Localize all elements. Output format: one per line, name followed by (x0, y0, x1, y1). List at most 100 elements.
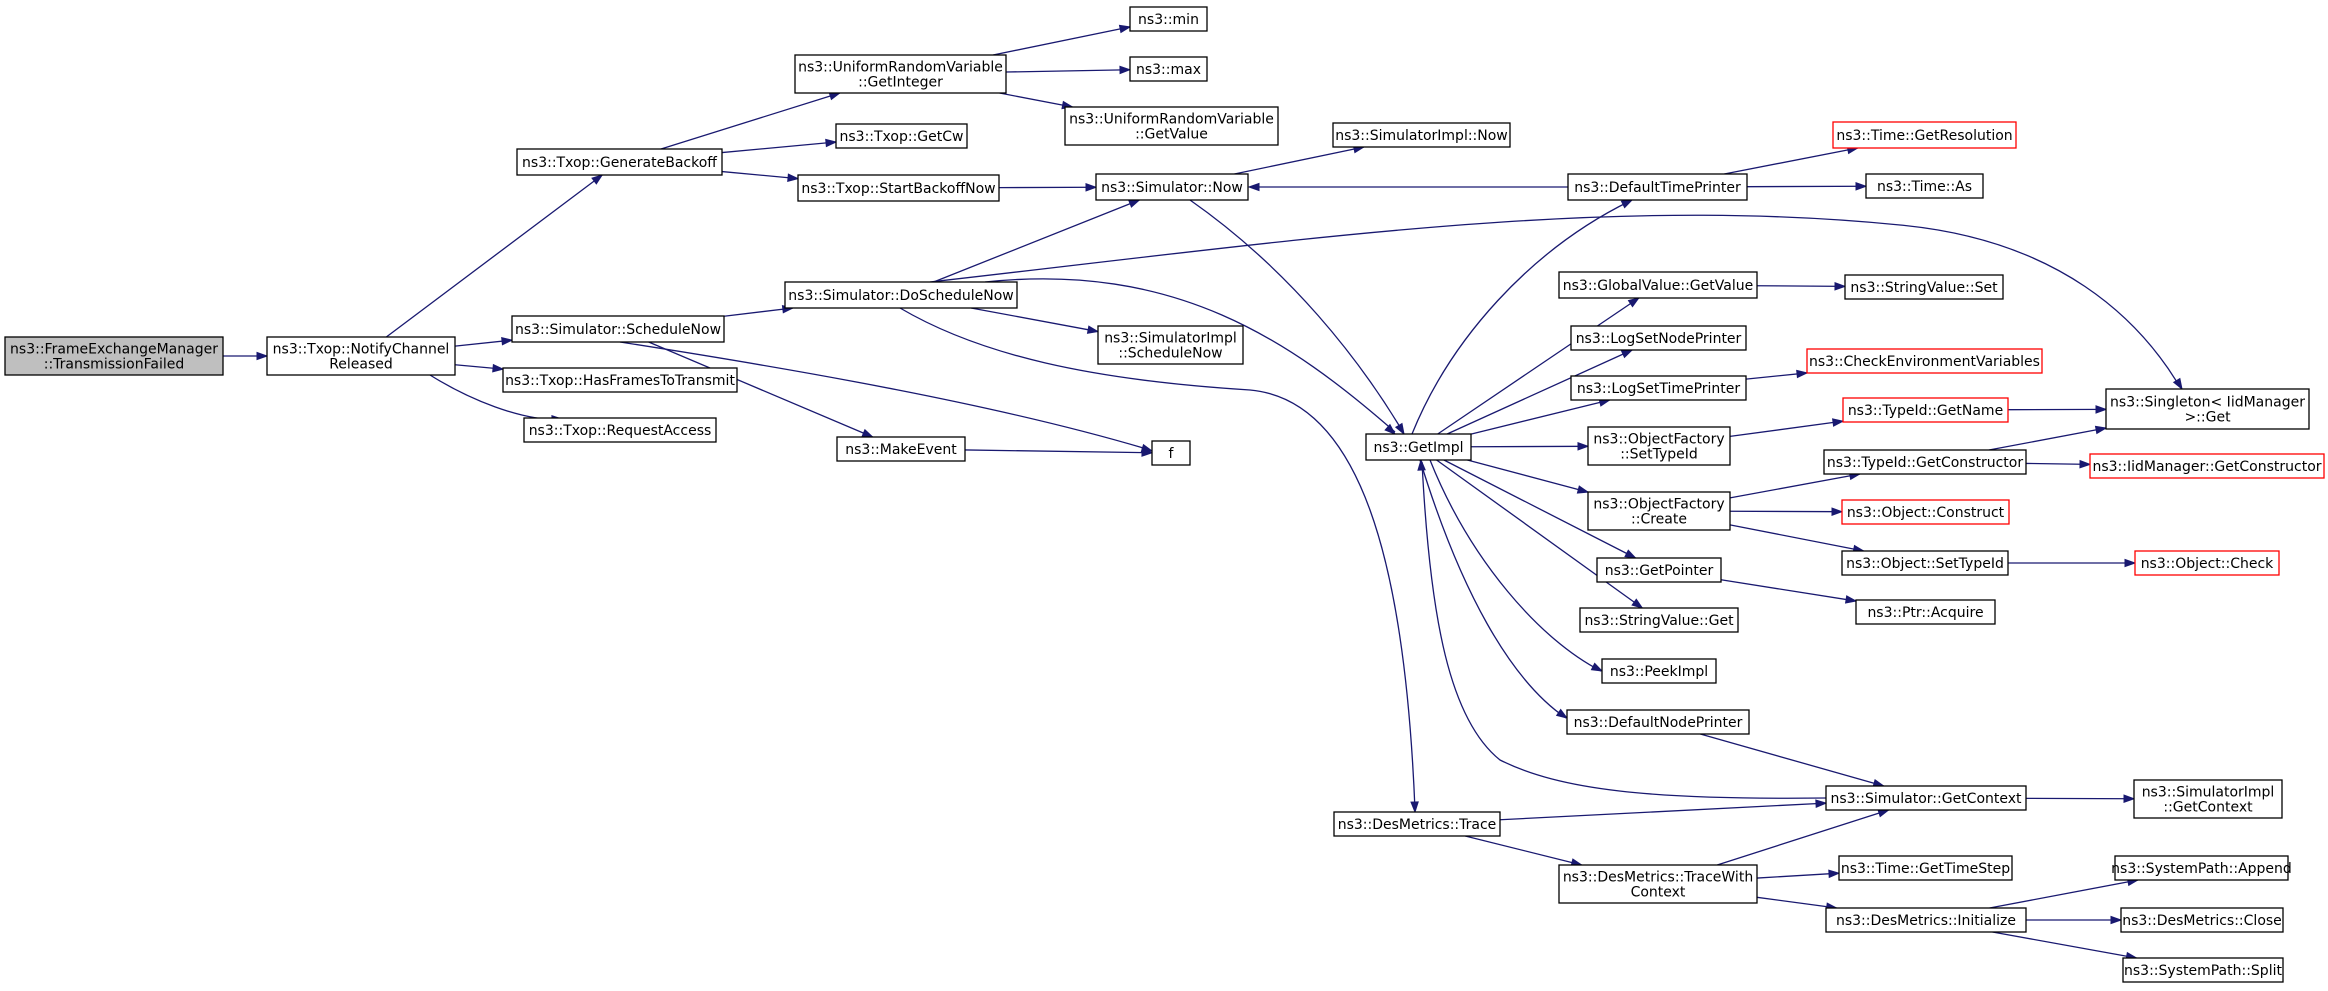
node-simgetctx[interactable]: ns3::Simulator::GetContext (1825, 785, 2027, 811)
node-label: ns3::Simulator::Now (1101, 180, 1243, 196)
node-label: ns3::DefaultNodePrinter (1574, 715, 1743, 731)
node-objcheck[interactable]: ns3::Object::Check (2134, 550, 2280, 576)
node-label: ns3::Simulator::ScheduleNow (515, 322, 721, 338)
edge-getimpl-to-getpointer (1443, 459, 1637, 559)
node-timeas[interactable]: ns3::Time::As (1865, 173, 1984, 199)
node-label: ns3::Time::As (1877, 179, 1972, 195)
node-label: ns3::ObjectFactory (1593, 432, 1724, 448)
node-label: ::GetContext (2163, 800, 2253, 816)
node-checkenv[interactable]: ns3::CheckEnvironmentVariables (1806, 348, 2043, 374)
node-label: ns3::MakeEvent (845, 442, 957, 458)
node-box (1865, 173, 1984, 199)
node-label: ns3::Object::SetTypeId (1846, 556, 2004, 572)
node-logtime[interactable]: ns3::LogSetTimePrinter (1570, 375, 1747, 401)
node-box (835, 123, 968, 149)
node-label: ::GetValue (1135, 127, 1208, 143)
node-label: ns3::DesMetrics::TraceWith (1563, 870, 1753, 886)
node-destrace[interactable]: ns3::DesMetrics::Trace (1333, 811, 1501, 837)
node-box (2133, 779, 2283, 819)
node-box (1842, 397, 2009, 423)
node-box (1566, 709, 1750, 735)
node-ptracquire[interactable]: ns3::Ptr::Acquire (1855, 599, 1996, 625)
node-box (1587, 426, 1731, 466)
node-iidgetcons[interactable]: ns3::IidManager::GetConstructor (2089, 453, 2325, 479)
node-tidgetname[interactable]: ns3::TypeId::GetName (1842, 397, 2009, 423)
node-gvget[interactable]: ns3::GlobalValue::GetValue (1558, 271, 1758, 299)
edge-doschednow-to-destrace (899, 307, 1419, 814)
node-getimpl[interactable]: ns3::GetImpl (1365, 433, 1472, 461)
node-objconstruct[interactable]: ns3::Object::Construct (1841, 499, 2010, 525)
edge-ofcreate-to-objconstruct (1729, 507, 1844, 516)
node-label: ns3::PeekImpl (1610, 664, 1708, 680)
node-ofsettype[interactable]: ns3::ObjectFactory::SetTypeId (1587, 426, 1731, 466)
node-getcw[interactable]: ns3::Txop::GetCw (835, 123, 968, 149)
node-box (1844, 274, 2004, 300)
node-getpointer[interactable]: ns3::GetPointer (1596, 557, 1722, 583)
node-label: ::TransmissionFailed (44, 357, 185, 373)
edge-schednow-to-makeevent (648, 341, 875, 438)
node-box (1587, 491, 1731, 531)
node-label: ns3::DefaultTimePrinter (1574, 180, 1741, 196)
node-min[interactable]: ns3::min (1129, 6, 1208, 32)
node-box (1129, 56, 1208, 82)
node-box (1841, 550, 2009, 576)
node-genbackoff[interactable]: ns3::Txop::GenerateBackoff (516, 148, 723, 176)
node-defnodeprinter[interactable]: ns3::DefaultNodePrinter (1566, 709, 1750, 735)
node-box (836, 436, 966, 462)
node-lognode[interactable]: ns3::LogSetNodePrinter (1570, 325, 1747, 351)
node-box (2122, 957, 2284, 983)
node-simimplsched[interactable]: ns3::SimulatorImpl::ScheduleNow (1097, 325, 1244, 365)
node-box (1151, 440, 1191, 466)
node-label: ns3::Singleton< IidManager (2110, 395, 2305, 411)
edge-simgetctx-to-getimpl (1417, 458, 1827, 799)
node-label: ns3::min (1138, 12, 1199, 28)
node-svget[interactable]: ns3::StringValue::Get (1579, 607, 1739, 633)
edge-ofcreate-to-tidgetcons (1729, 471, 1862, 499)
node-box (2120, 907, 2284, 933)
node-urvget[interactable]: ns3::UniformRandomVariable::GetInteger (794, 54, 1007, 94)
node-startbo[interactable]: ns3::Txop::StartBackoffNow (797, 174, 1000, 202)
node-simnow[interactable]: ns3::Simulator::Now (1095, 173, 1249, 201)
edge-simgetctx-to-simimplgetctx (2025, 794, 2136, 804)
node-simimplnow[interactable]: ns3::SimulatorImpl::Now (1332, 122, 1511, 148)
node-label: ns3::SystemPath::Append (2111, 861, 2292, 877)
node-label: ns3::Simulator::GetContext (1830, 791, 2022, 807)
node-dminit[interactable]: ns3::DesMetrics::Initialize (1825, 907, 2027, 933)
node-box (1596, 557, 1722, 583)
edge-gvget-to-svset (1756, 282, 1847, 291)
node-svset[interactable]: ns3::StringValue::Set (1844, 274, 2004, 300)
node-peekimpl[interactable]: ns3::PeekImpl (1601, 658, 1717, 684)
node-timegetstep[interactable]: ns3::Time::GetTimeStep (1838, 855, 2013, 881)
node-getres[interactable]: ns3::Time::GetResolution (1832, 121, 2017, 149)
edge-doschednow-to-simimplsched (970, 307, 1100, 334)
node-label: ns3::Object::Check (2141, 556, 2274, 572)
node-fem: ns3::FrameExchangeManager::TransmissionF… (4, 336, 224, 376)
node-urvgetvalue[interactable]: ns3::UniformRandomVariable::GetValue (1064, 106, 1279, 146)
node-hasframes[interactable]: ns3::Txop::HasFramesToTransmit (502, 367, 738, 393)
node-spsplit[interactable]: ns3::SystemPath::Split (2122, 957, 2284, 983)
node-tidgetcons[interactable]: ns3::TypeId::GetConstructor (1823, 449, 2027, 475)
edge-deftimeprinter-to-simnow (1247, 182, 1568, 192)
node-box (2134, 550, 2280, 576)
node-f[interactable]: f (1151, 440, 1191, 466)
node-objsettype[interactable]: ns3::Object::SetTypeId (1841, 550, 2009, 576)
edge-genbackoff-to-startbo (721, 170, 800, 182)
node-spappend[interactable]: ns3::SystemPath::Append (2111, 855, 2292, 881)
node-max[interactable]: ns3::max (1129, 56, 1208, 82)
function-nodes: ns3::FrameExchangeManager::TransmissionF… (4, 6, 2325, 983)
edge-dminit-to-dmclose (2026, 915, 2123, 925)
node-singleton[interactable]: ns3::Singleton< IidManager >::Get (2105, 388, 2310, 430)
node-schednow[interactable]: ns3::Simulator::ScheduleNow (511, 315, 725, 343)
node-simimplgetctx[interactable]: ns3::SimulatorImpl::GetContext (2133, 779, 2283, 819)
node-deftimeprinter[interactable]: ns3::DefaultTimePrinter (1567, 173, 1748, 201)
node-box (1570, 325, 1747, 351)
node-label: ns3::ObjectFactory (1593, 497, 1724, 513)
node-reqaccess[interactable]: ns3::Txop::RequestAccess (523, 417, 717, 443)
node-doschednow[interactable]: ns3::Simulator::DoScheduleNow (784, 281, 1018, 309)
node-makeevent[interactable]: ns3::MakeEvent (836, 436, 966, 462)
node-ofcreate[interactable]: ns3::ObjectFactory::Create (1587, 491, 1731, 531)
node-dmclose[interactable]: ns3::DesMetrics::Close (2120, 907, 2284, 933)
edge-schednow-to-doschednow (723, 304, 795, 317)
